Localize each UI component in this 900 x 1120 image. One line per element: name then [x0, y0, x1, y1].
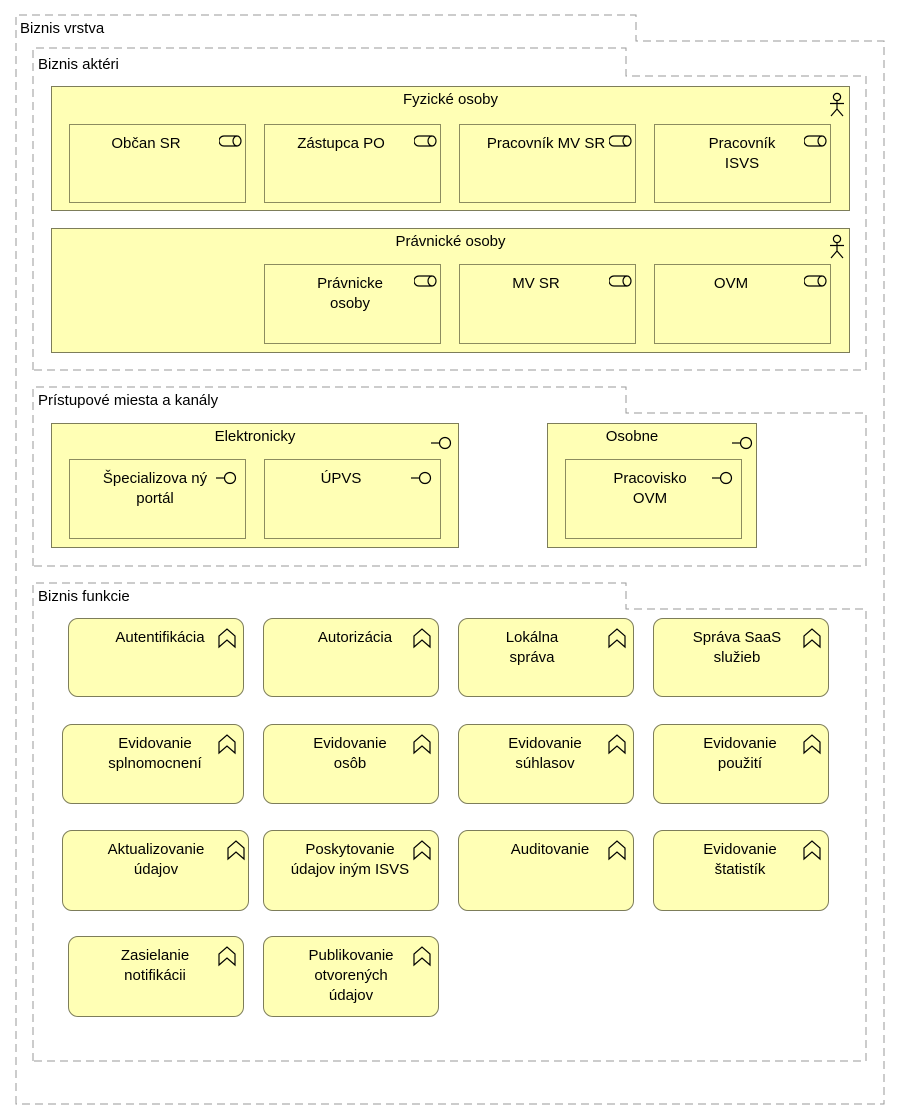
- interface-upvs[interactable]: ÚPVS: [264, 459, 441, 539]
- function-evidovanie-statistik[interactable]: Evidovanie štatistík: [653, 830, 829, 911]
- function-label: Evidovanie použití: [703, 735, 777, 772]
- actors-group-title: Biznis aktéri: [38, 56, 119, 73]
- role-pracovnik-mv-sr[interactable]: Pracovník MV SR: [459, 124, 636, 203]
- function-icon: [608, 628, 626, 649]
- function-zasielanie-notifikacii[interactable]: Zasielanie notifikácii: [68, 936, 244, 1017]
- role-mv-sr[interactable]: MV SR: [459, 264, 636, 344]
- function-icon: [218, 628, 236, 649]
- function-auditovanie[interactable]: Auditovanie: [458, 830, 634, 911]
- interface-label: ÚPVS: [320, 470, 362, 487]
- function-label: Auditovanie: [510, 841, 590, 858]
- function-aktualizovanie-udajov[interactable]: Aktualizovanie údajov: [62, 830, 249, 911]
- function-icon: [608, 840, 626, 861]
- role-label: Zástupca PO: [297, 135, 385, 152]
- interface-icon: [712, 471, 733, 485]
- role-icon: [609, 135, 632, 147]
- interface-elektronicky[interactable]: Elektronicky Špecializova ný portál ÚPVS: [51, 423, 459, 548]
- function-label: Poskytovanie údajov iným ISVS: [290, 841, 410, 878]
- function-label: Evidovanie osôb: [313, 735, 387, 772]
- function-icon: [218, 734, 236, 755]
- role-label: OVM: [713, 275, 749, 292]
- role-label: Právnicke osoby: [317, 275, 383, 312]
- actor-pravnicke-osoby[interactable]: Právnické osoby Právnicke osoby MV SR OV…: [51, 228, 850, 353]
- function-label: Evidovanie štatistík: [703, 841, 777, 878]
- interface-title: Osobne: [605, 428, 659, 445]
- role-ovm[interactable]: OVM: [654, 264, 831, 344]
- function-icon: [413, 628, 431, 649]
- function-label: Publikovanie otvorených údajov: [308, 947, 394, 1004]
- interface-icon: [216, 471, 237, 485]
- function-label: Evidovanie súhlasov: [508, 735, 582, 772]
- function-icon: [803, 628, 821, 649]
- role-icon: [804, 275, 827, 287]
- role-zastupca-po[interactable]: Zástupca PO: [264, 124, 441, 203]
- function-lokalna-sprava[interactable]: Lokálna správa: [458, 618, 634, 697]
- function-autorizacia[interactable]: Autorizácia: [263, 618, 439, 697]
- actor-icon: [830, 234, 844, 259]
- function-evidovanie-osob[interactable]: Evidovanie osôb: [263, 724, 439, 804]
- actor-icon: [830, 92, 844, 117]
- role-icon: [219, 135, 242, 147]
- frame-biznis-funkcie: [32, 582, 867, 1062]
- role-label: Občan SR: [111, 135, 181, 152]
- function-publikovanie-otvorenych-udajov[interactable]: Publikovanie otvorených údajov: [263, 936, 439, 1017]
- function-label: Zasielanie notifikácii: [120, 947, 190, 984]
- function-evidovanie-suhlasov[interactable]: Evidovanie súhlasov: [458, 724, 634, 804]
- function-poskytovanie-udajov[interactable]: Poskytovanie údajov iným ISVS: [263, 830, 439, 911]
- interface-label: Špecializova ný portál: [102, 470, 208, 507]
- interface-icon: [411, 471, 432, 485]
- function-label: Evidovanie splnomocnení: [108, 735, 202, 772]
- function-evidovanie-pouziti[interactable]: Evidovanie použití: [653, 724, 829, 804]
- channels-group-title: Prístupové miesta a kanály: [38, 392, 219, 409]
- function-icon: [803, 840, 821, 861]
- function-label: Lokálna správa: [505, 629, 559, 666]
- functions-group-title: Biznis funkcie: [38, 588, 130, 605]
- interface-icon: [431, 436, 452, 450]
- interface-icon: [732, 436, 753, 450]
- function-icon: [413, 840, 431, 861]
- role-label: Pracovník ISVS: [708, 135, 776, 172]
- function-icon: [608, 734, 626, 755]
- function-icon: [218, 946, 236, 967]
- role-pravnicke-osoby[interactable]: Právnicke osoby: [264, 264, 441, 344]
- role-pracovnik-isvs[interactable]: Pracovník ISVS: [654, 124, 831, 203]
- frame-pristupove-miesta: [32, 386, 867, 567]
- interface-label: Pracovisko OVM: [613, 470, 687, 507]
- function-sprava-saas-sluzieb[interactable]: Správa SaaS služieb: [653, 618, 829, 697]
- function-label: Autentifikácia: [115, 629, 205, 646]
- actor-title: Fyzické osoby: [402, 91, 499, 108]
- function-icon: [227, 840, 245, 861]
- frame-biznis-akteri: [32, 47, 867, 371]
- role-obcan-sr[interactable]: Občan SR: [69, 124, 246, 203]
- role-icon: [609, 275, 632, 287]
- function-icon: [803, 734, 821, 755]
- role-label: MV SR: [512, 275, 560, 292]
- function-autentifikacia[interactable]: Autentifikácia: [68, 618, 244, 697]
- frame-biznis-vrstva: [15, 14, 885, 1105]
- function-icon: [413, 734, 431, 755]
- interface-specializovany-portal[interactable]: Špecializova ný portál: [69, 459, 246, 539]
- role-icon: [804, 135, 827, 147]
- function-label: Autorizácia: [317, 629, 393, 646]
- actor-fyzicke-osoby[interactable]: Fyzické osoby Občan SR Zástupca PO Praco…: [51, 86, 850, 211]
- interface-osobne[interactable]: Osobne Pracovisko OVM: [547, 423, 757, 548]
- function-label: Aktualizovanie údajov: [107, 841, 205, 878]
- role-label: Pracovník MV SR: [486, 135, 606, 152]
- interface-pracovisko-ovm[interactable]: Pracovisko OVM: [565, 459, 742, 539]
- function-label: Správa SaaS služieb: [692, 629, 782, 666]
- actor-title: Právnické osoby: [395, 233, 506, 250]
- interface-title: Elektronicky: [214, 428, 296, 445]
- role-icon: [414, 275, 437, 287]
- function-icon: [413, 946, 431, 967]
- layer-title: Biznis vrstva: [20, 20, 105, 37]
- function-evidovanie-splnomocneni[interactable]: Evidovanie splnomocnení: [62, 724, 244, 804]
- role-icon: [414, 135, 437, 147]
